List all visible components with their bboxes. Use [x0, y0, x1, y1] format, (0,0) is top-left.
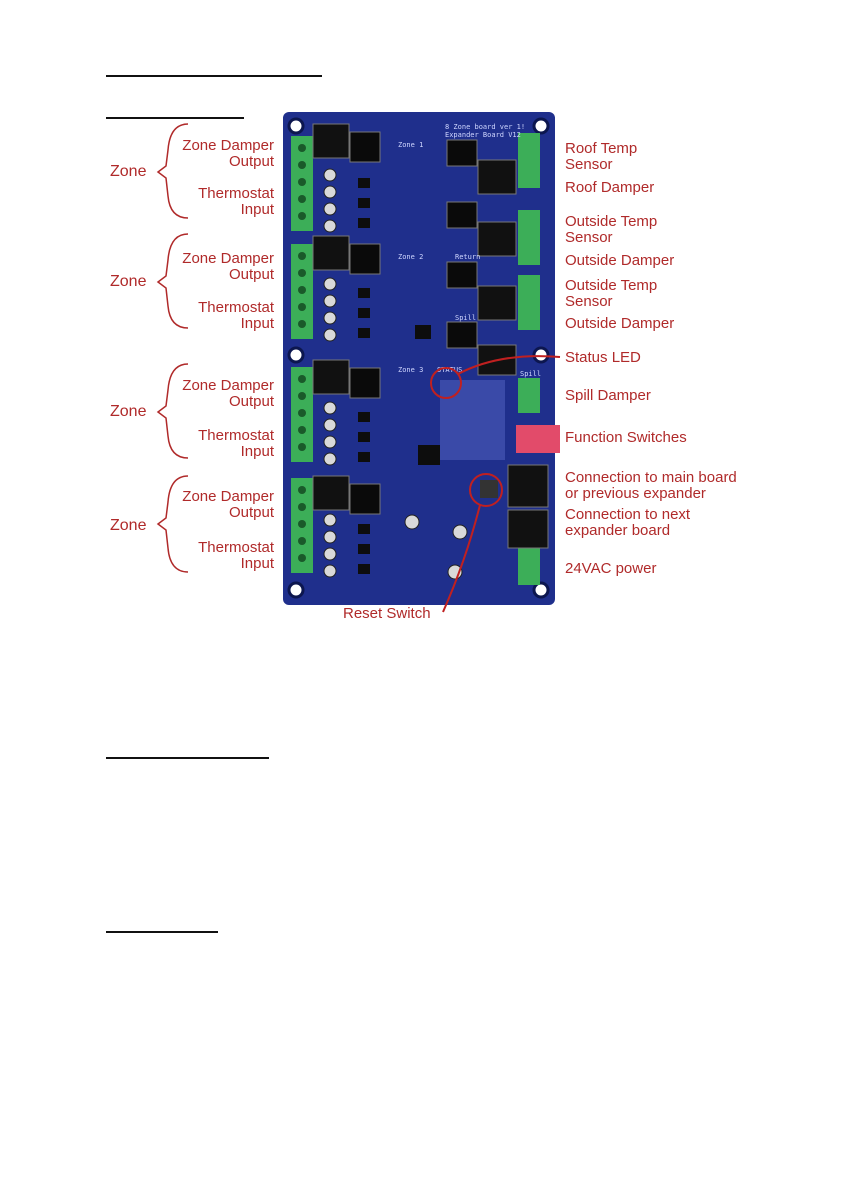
heading-rule-second [106, 117, 244, 119]
outside-damper-label-2: Outside Damper [565, 315, 675, 332]
heading-rule-top [106, 75, 322, 77]
board-zone2-label: Zone 2 [398, 253, 423, 261]
spill-damper-label: Spill Damper [565, 387, 651, 404]
thermostat-input-1: Thermostat Input [198, 185, 274, 218]
zone-label-3: Zone [110, 403, 147, 420]
thermostat-input-3: Thermostat Input [198, 427, 274, 460]
function-switches-label: Function Switches [565, 429, 687, 446]
power-label: 24VAC power [565, 560, 657, 577]
silkscreen-area [440, 380, 505, 460]
heading-rule-third [106, 757, 269, 759]
status-led-callout [430, 355, 561, 399]
left-terminal-blocks [291, 136, 313, 573]
next-expander-connection-label: Connection to next expander board [565, 506, 691, 539]
zone-damper-output-1: Zone Damper Output [182, 137, 274, 170]
thermostat-input-2: Thermostat Input [198, 299, 274, 332]
board-title-1: 8 Zone board ver 1! [445, 123, 525, 131]
right-terminal-blocks [518, 133, 540, 585]
board-spill-label: Spill [455, 314, 476, 322]
outside-temp-sensor-label-2: Outside Temp Sensor [565, 277, 658, 310]
outside-damper-label-1: Outside Damper [565, 252, 675, 269]
roof-damper-label: Roof Damper [565, 179, 655, 196]
components [323, 168, 468, 580]
board-return-label: Return [455, 253, 480, 261]
mounting-holes [287, 117, 550, 599]
reset-switch-label: Reset Switch [343, 605, 431, 622]
zone-label-1: Zone [110, 163, 147, 180]
outside-temp-sensor-label-1: Outside Temp Sensor [565, 213, 658, 246]
zone-label-2: Zone [110, 273, 147, 290]
zone-damper-output-4: Zone Damper Output [182, 488, 274, 521]
roof-temp-sensor-label: Roof Temp Sensor [565, 140, 638, 173]
reset-switch-callout [442, 473, 503, 613]
right-rj-connectors [446, 139, 549, 549]
board-spill-header: Spill [520, 370, 541, 378]
main-board-connection-label: Connection to main board or previous exp… [565, 469, 737, 502]
board-zone3-label: Zone 3 [398, 366, 423, 374]
zone-brackets [156, 123, 189, 573]
thermostat-input-4: Thermostat Input [198, 539, 274, 572]
board-title-2: Expander Board V12 [445, 131, 521, 139]
zone-damper-output-2: Zone Damper Output [182, 250, 274, 283]
heading-rule-fourth [106, 931, 218, 933]
status-led-label: Status LED [565, 349, 641, 366]
function-switch-blocks [516, 425, 560, 453]
board-zone1-label: Zone 1 [398, 141, 423, 149]
zone-damper-output-3: Zone Damper Output [182, 377, 274, 410]
zone-label-4: Zone [110, 517, 147, 534]
board-status-label: STATUS [437, 366, 462, 374]
left-rj-connectors [312, 123, 381, 515]
